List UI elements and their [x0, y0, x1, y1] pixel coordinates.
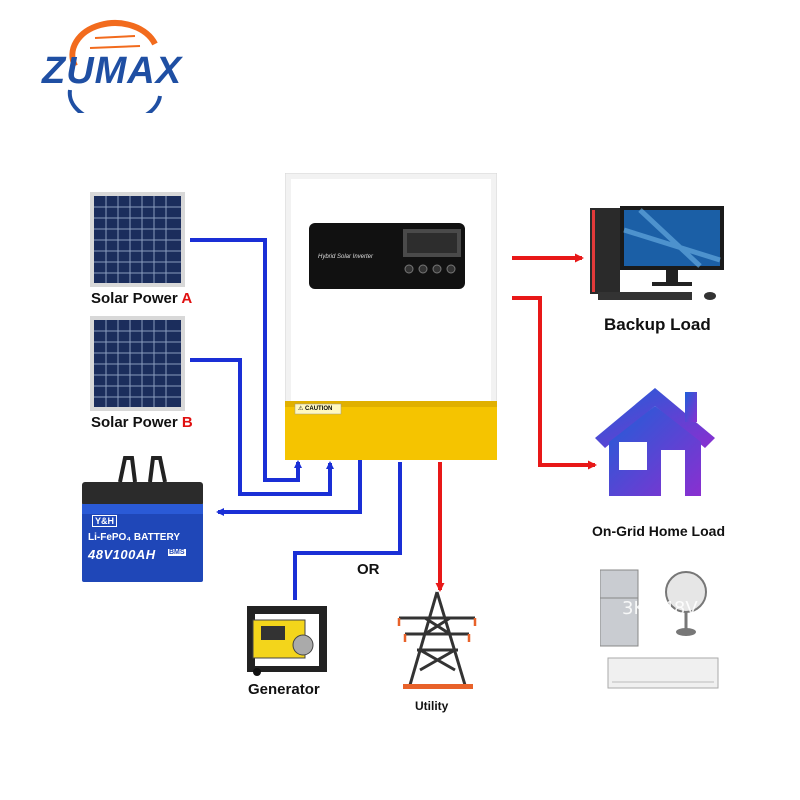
generator-label: Generator — [248, 681, 320, 698]
backup-load-label: Backup Load — [604, 315, 711, 334]
solar-power-b-label: Solar Power B — [91, 414, 193, 431]
solar-a-text: Solar Power — [91, 290, 182, 307]
generator-icon — [247, 606, 327, 676]
battery-icon — [82, 456, 203, 582]
appliances-icon — [600, 569, 719, 689]
home-load-label: On-Grid Home Load — [592, 523, 725, 539]
watermark-text: 3KW48V — [622, 598, 698, 619]
battery-rating: 48V100AH — [88, 547, 156, 562]
utility-label: Utility — [415, 699, 449, 713]
battery-chem: Li-FePO₄ BATTERY — [88, 532, 180, 543]
inverter-label: Hybrid Solar Inverter — [318, 254, 374, 260]
generator-line — [293, 462, 402, 600]
solar-b-letter: B — [181, 414, 193, 431]
battery-bms: BMS — [168, 549, 186, 556]
battery-brand: Y&H — [92, 515, 118, 527]
caution-label: ⚠ CAUTION — [298, 406, 333, 412]
solar-a-letter: A — [181, 290, 193, 307]
or-label: OR — [357, 561, 380, 578]
solar-b-line — [190, 358, 334, 496]
logo-emblem-icon — [67, 20, 162, 113]
inverter-icon — [285, 173, 497, 460]
home-line — [512, 296, 597, 470]
solar-power-a-label: Solar Power A — [91, 290, 192, 307]
house-icon — [595, 388, 715, 496]
logo-text: ZUMAX — [42, 50, 183, 92]
desktop-computer-icon — [590, 206, 724, 300]
utility-tower-icon — [397, 591, 477, 689]
solar-panel-a-icon — [90, 192, 185, 287]
solar-b-text: Solar Power — [91, 414, 182, 431]
solar-a-line — [190, 238, 302, 482]
solar-panel-b-icon — [90, 316, 185, 411]
